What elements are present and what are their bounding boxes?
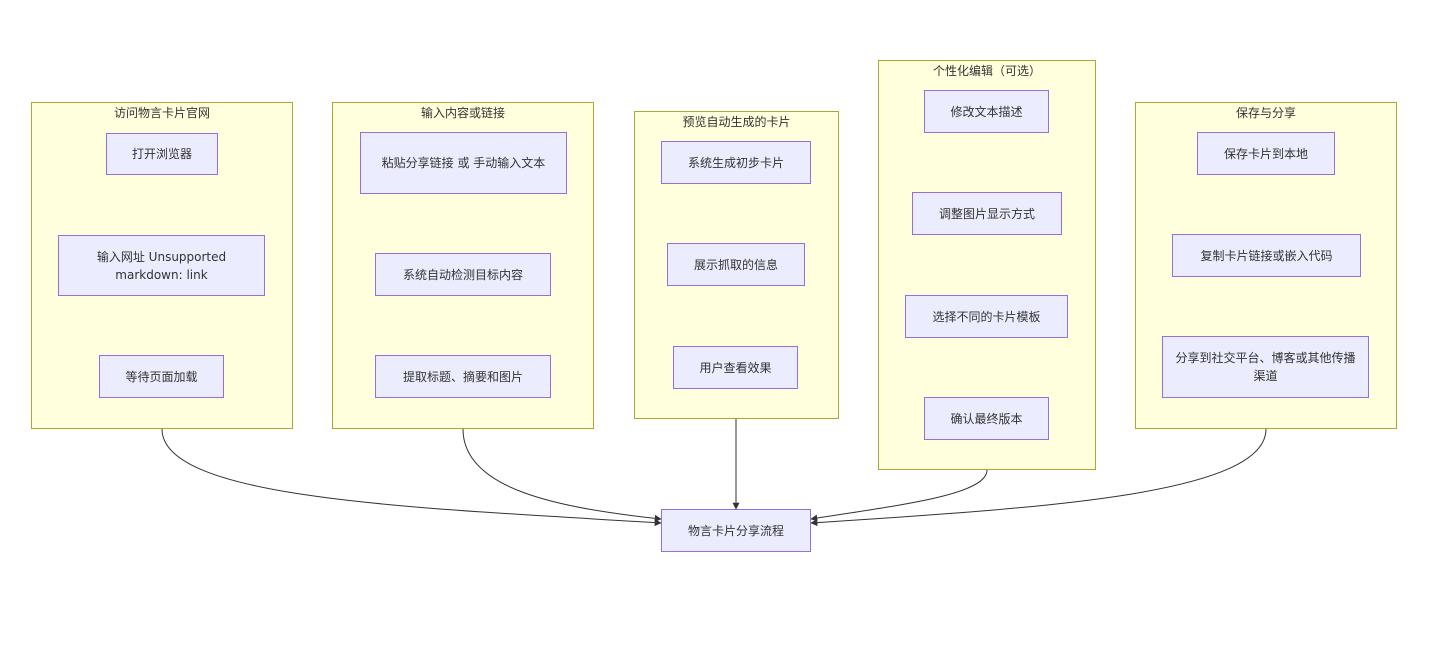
node-adjust-image: 调整图片显示方式 <box>912 192 1062 235</box>
node-open-browser: 打开浏览器 <box>106 133 218 175</box>
cluster-title: 访问物言卡片官网 <box>113 106 210 120</box>
cluster-title: 保存与分享 <box>1235 106 1296 120</box>
edge-c2-to-final <box>462 428 662 522</box>
cluster-title: 输入内容或链接 <box>420 106 505 120</box>
node-wait-load: 等待页面加载 <box>99 355 224 398</box>
edge-c4-to-final <box>810 469 988 522</box>
node-enter-url: 输入网址 Unsupported markdown: link <box>58 235 265 296</box>
node-final-flow: 物言卡片分享流程 <box>661 509 811 552</box>
node-copy-link: 复制卡片链接或嵌入代码 <box>1172 234 1361 277</box>
cluster-title: 预览自动生成的卡片 <box>682 115 791 129</box>
edge-c1-to-final <box>161 428 662 527</box>
node-save-local: 保存卡片到本地 <box>1197 132 1335 175</box>
node-show-info: 展示抓取的信息 <box>667 243 805 286</box>
node-edit-text: 修改文本描述 <box>924 90 1049 133</box>
node-confirm-version: 确认最终版本 <box>924 397 1049 440</box>
edge-c5-to-final <box>810 428 1267 527</box>
node-choose-template: 选择不同的卡片模板 <box>905 295 1068 338</box>
node-share-social: 分享到社交平台、博客或其他传播渠道 <box>1162 336 1369 398</box>
node-generate-card: 系统生成初步卡片 <box>661 141 811 184</box>
node-view-effect: 用户查看效果 <box>673 346 798 389</box>
node-extract-info: 提取标题、摘要和图片 <box>375 355 551 398</box>
cluster-title: 个性化编辑（可选） <box>932 64 1041 78</box>
node-paste-link: 粘贴分享链接 或 手动输入文本 <box>360 132 567 194</box>
node-auto-detect: 系统自动检测目标内容 <box>375 253 551 296</box>
